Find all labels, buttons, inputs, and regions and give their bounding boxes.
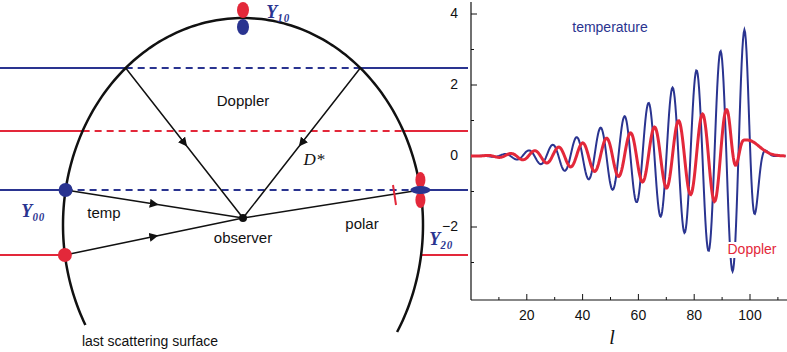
tick-label: 0 xyxy=(450,148,458,163)
tick-label: 20 xyxy=(519,308,535,323)
observer-label: observer xyxy=(212,230,274,247)
region-label: polar xyxy=(343,216,380,233)
harmonic-label: Y₀₀ xyxy=(21,202,45,222)
tick-label: 80 xyxy=(686,308,702,323)
harmonic-label: Y₁₀ xyxy=(266,3,290,23)
doppler-ray xyxy=(243,68,360,218)
tick-label: 100 xyxy=(738,308,761,323)
region-label: temp xyxy=(85,205,122,222)
scattering-surface xyxy=(63,18,423,332)
observer-dot xyxy=(239,214,247,222)
plane-line xyxy=(0,254,65,256)
harmonic-dot xyxy=(59,183,73,197)
temperature-curve xyxy=(471,30,786,271)
plane-line xyxy=(0,130,83,132)
plane-line xyxy=(0,67,126,69)
region-label: Doppler xyxy=(215,93,272,110)
distance-label: D* xyxy=(302,151,327,170)
plane-line xyxy=(421,254,468,256)
tick-label: 60 xyxy=(631,308,647,323)
surface-label: last scattering surface xyxy=(82,334,218,349)
doppler-curve xyxy=(471,110,786,202)
plane-dashed xyxy=(126,67,361,69)
curve-label: temperature xyxy=(572,20,647,35)
tick-label: 4 xyxy=(450,6,458,21)
chart-axes xyxy=(471,2,787,300)
plane-dashed xyxy=(83,130,404,132)
planes xyxy=(0,68,468,255)
doppler-ray xyxy=(126,68,243,218)
tick-label: −2 xyxy=(442,219,458,234)
quadrupole-symbol xyxy=(410,172,430,208)
harmonic-dot xyxy=(58,248,72,262)
polar-tick xyxy=(393,185,396,205)
plane-line xyxy=(403,130,468,132)
tick-label: 2 xyxy=(450,77,458,92)
plane-line xyxy=(360,67,468,69)
dipole-symbol xyxy=(237,2,249,35)
plane-dashed xyxy=(66,189,421,191)
tick-label: 40 xyxy=(575,308,591,323)
axis-title: l xyxy=(609,326,615,348)
curve-label: Doppler xyxy=(725,242,778,257)
plane-line xyxy=(0,189,66,191)
